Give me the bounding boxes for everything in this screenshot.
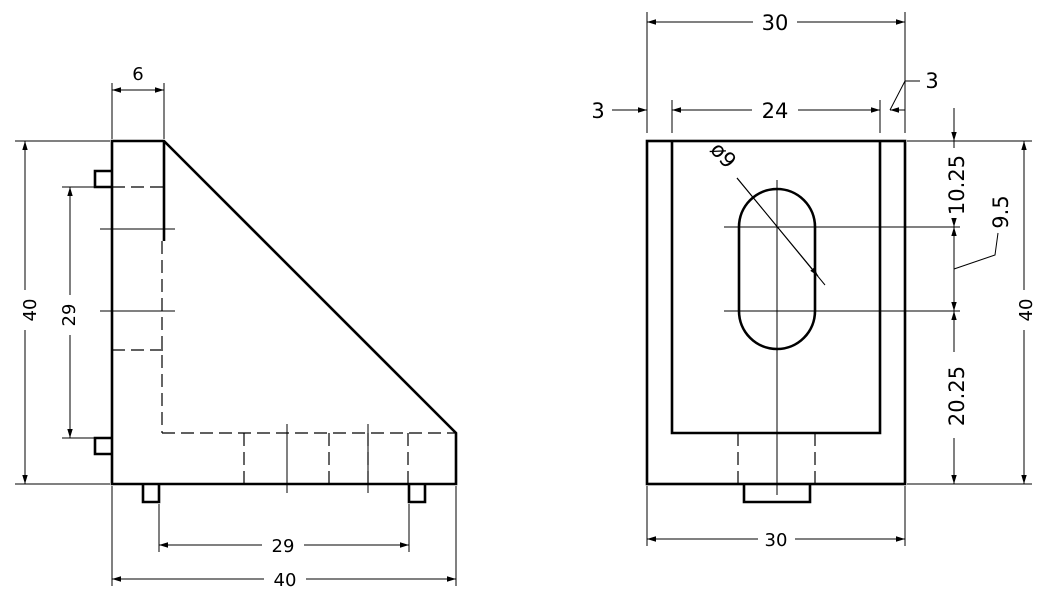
right-view-inner-channel [670, 141, 882, 435]
dim-right-slot-length: 9.5 [989, 195, 1013, 228]
dim-right-hole-diameter: ø9 [706, 138, 741, 174]
dim-right-bottom-offset: 20.25 [945, 366, 969, 426]
tab-bottom-right [407, 484, 427, 504]
dim-left-height-inner: 29 [59, 304, 80, 327]
dim-left-bottom-inner: 29 [272, 536, 295, 557]
dim-right-top-offset: 10.25 [945, 155, 969, 215]
dim-right-height: 40 [1016, 299, 1037, 322]
tab-bottom-left [141, 484, 161, 504]
dim-left-bottom-outer: 40 [274, 570, 297, 591]
dim-left-top-width: 6 [132, 64, 143, 85]
dim-right-top-width: 30 [762, 11, 789, 35]
dim-right-right-wall: 3 [925, 69, 938, 93]
tab-left-top [93, 169, 112, 189]
right-view: 30 24 3 3 ø9 10.25 9.5 20.25 [591, 11, 1037, 551]
tab-bottom [742, 484, 812, 504]
tab-left-bottom [93, 436, 112, 456]
right-view-outline [645, 139, 907, 486]
dim-right-bottom-width: 30 [765, 530, 788, 551]
left-view: 6 40 29 29 40 [15, 64, 458, 591]
left-view-outline [110, 139, 458, 486]
dim-right-inner-width: 24 [762, 99, 789, 123]
dim-right-left-wall: 3 [591, 99, 604, 123]
dim-left-height-outer: 40 [20, 299, 41, 322]
